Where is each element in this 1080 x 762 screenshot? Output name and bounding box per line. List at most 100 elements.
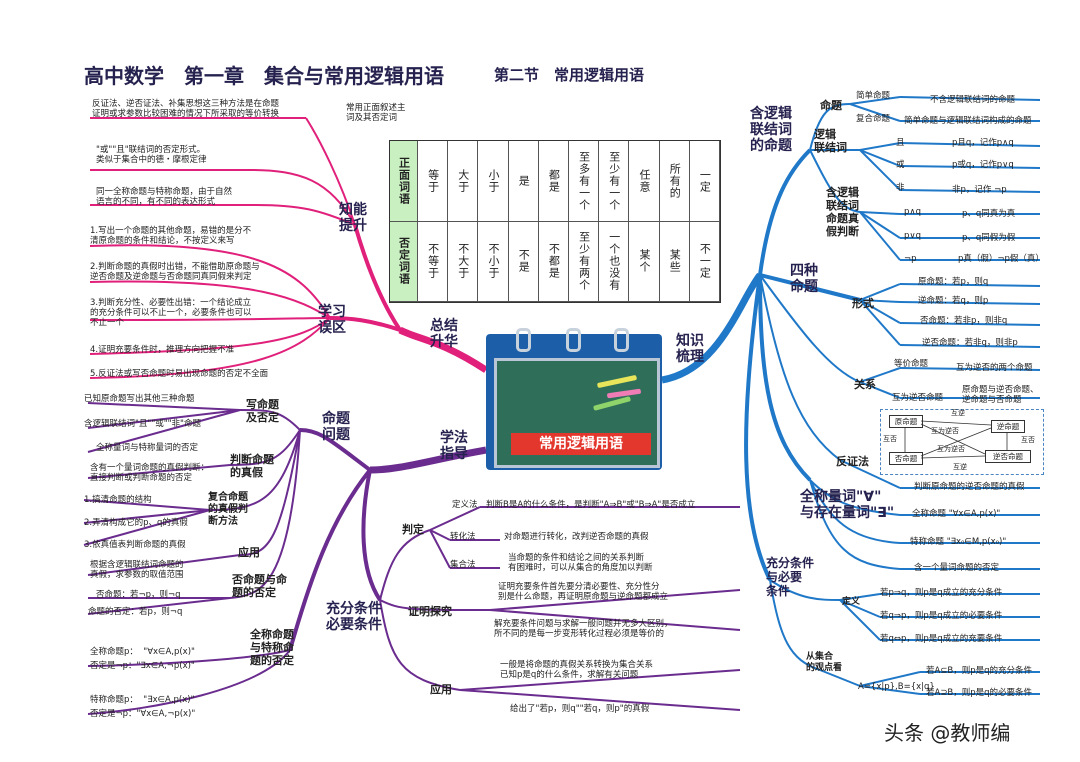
node-fanzheng: 反证法 — [836, 455, 869, 468]
table-cell: 某个 — [629, 221, 660, 302]
branch-xuexi: 学习 误区 — [318, 304, 346, 336]
branch-chongfen: 充分条件 必要条件 — [326, 601, 382, 633]
leaf: 逆命题：若q，则p — [918, 296, 989, 306]
node-jiandan: 简单命题 — [856, 91, 891, 101]
branch-quancheng: 全称量词"∀" 与存在量词"∃" — [800, 489, 895, 521]
leaf: 特称命题p： "∃x∈A,p(x)" 否定是¬p："∀x∈A,¬p(x)" — [90, 695, 196, 719]
leaf: 原命题：若p，则q — [918, 277, 989, 287]
leaf: p真（假）¬p假（真） — [958, 254, 1044, 264]
center-node: 常用逻辑用语 — [486, 328, 662, 470]
table-cell: 不大于 — [448, 221, 479, 302]
leaf: 互为逆否的两个命题 — [956, 363, 1033, 373]
node-huwei: 互为逆否命题 — [892, 393, 944, 403]
node-jihe: 从集合 的观点看 — [806, 652, 843, 673]
node-fouding: 否命题与命 题的否定 — [232, 573, 287, 599]
link-zhishi — [661, 272, 763, 384]
leaf: 根据含逻辑联结词命题的 真假，求参数的取值范围 — [90, 560, 184, 580]
chalkboard: 常用逻辑用语 — [494, 358, 660, 468]
rel-label: 互为逆否 — [937, 445, 965, 453]
table-cell: 大于 — [448, 141, 479, 222]
leaf: 否命题：若¬p，则¬q — [96, 590, 181, 600]
rel-box: 否命题 — [889, 452, 923, 465]
branch-zongjie: 总结 升华 — [430, 318, 458, 350]
link-zongjie — [398, 326, 488, 373]
leaf: 含有一个量词命题的真假判断： 直接判断或判断命题的否定 — [90, 463, 210, 483]
rel-box: 逆否命题 — [985, 450, 1031, 463]
node-guanxi: 关系 — [854, 378, 876, 391]
rel-label: 互为逆否 — [931, 427, 959, 435]
node-dingyi: 定义 — [842, 597, 861, 607]
table-note: 常用正面叙述主 词及其否定词 — [346, 103, 406, 123]
branch-mingti: 命题 问题 — [322, 411, 350, 443]
leaf: 判断B是A的什么条件，是判断"A⇒B"或"B⇒A"是否成立 — [486, 500, 696, 510]
rel-label: 互逆 — [953, 463, 967, 471]
chalk-icon — [596, 374, 638, 389]
leaf: 若q⇒p，则p是q成立的必要条件 — [880, 611, 1003, 621]
leaf: 逆否命题：若非q，则非p — [922, 338, 1018, 348]
mistake-item: 4.证明充要条件时，推理方向把握不准 — [90, 345, 235, 355]
node-fei: 非 — [896, 183, 905, 193]
node-huo: 或 — [896, 160, 905, 170]
tip-item: "或""且"联结词的否定形式。 类似于集合中的德・摩根定律 — [96, 145, 207, 165]
leaf: p、q同真为真 — [962, 209, 1016, 219]
leaf: 非p，记作 ¬p — [952, 185, 1007, 195]
table-cell: 不小于 — [478, 221, 509, 302]
node-panding: 判定 — [402, 523, 424, 536]
rel-box: 逆命题 — [991, 420, 1025, 433]
table-cell: 是 — [508, 141, 539, 222]
table-head-negative: 否定词语 — [390, 221, 418, 302]
table-cell: 至少有一个 — [599, 141, 630, 222]
node-panduan: 判断命题 的真假 — [230, 453, 274, 479]
branch-zhishi: 知识 梳理 — [676, 333, 704, 365]
leaf: 全称量词与特称量词的否定 — [96, 443, 199, 453]
leaf: 若A⊆B，则p是q的充分条件 — [926, 666, 1033, 676]
branch-sizhong: 四种 命题 — [790, 263, 818, 295]
rel-lines — [904, 420, 1008, 459]
table-cell: 一个也没有 — [599, 221, 630, 302]
node-jihefa: 集合法 — [450, 560, 476, 570]
leaf: 当命题的条件和结论之间的关系判断 有困难时，可以从集合的角度加以判断 — [508, 553, 653, 573]
table-cell: 至多有一个 — [569, 141, 600, 222]
table-cell: 都是 — [538, 141, 569, 222]
leaf: 若p⇒q，则p是q成立的充分条件 — [880, 588, 1003, 598]
leaf: 判断原命题的逆否命题的真假 — [914, 482, 1025, 492]
tip-item: 同一全称命题与特称命题，由于自然 语言的不同，有不同的表达形式 — [96, 187, 233, 207]
table-cell: 不是 — [508, 221, 539, 302]
word-table: 正面词语 等于 大于 小于 是 都是 至多有一个 至少有一个 任意 所有的 一定… — [389, 140, 721, 303]
node-np: ¬p — [904, 254, 917, 264]
rel-label: 互否 — [1021, 436, 1035, 444]
leaf: p或q，记作p∨q — [952, 160, 1014, 170]
tip-item: 反证法、逆否证法、补集思想这三种方法是在命题 证明或求参数比较困难的情况下所采取… — [92, 99, 280, 119]
node-yingyong-left: 应用 — [238, 546, 260, 559]
table-cell: 某些 — [659, 221, 690, 302]
node-zhengming: 证明探究 — [408, 605, 452, 618]
table-cell: 不一定 — [689, 221, 720, 302]
mistake-item: 1.写出一个命题的其他命题，易错的是分不 清原命题的条件和结论，不按定义来写 — [90, 226, 252, 246]
node-xieming: 写命题 及否定 — [246, 398, 279, 424]
leaf: p且q，记作p∧q — [952, 138, 1014, 148]
leaf: A={x|p},B={x|q} — [858, 682, 935, 692]
leaf: 全称命题p： "∀x∈A,p(x)" 否定是¬p："∃x∈A,¬p(x)" — [90, 647, 195, 671]
table-cell: 等于 — [418, 141, 449, 222]
node-dengjia: 等价命题 — [894, 359, 929, 369]
leaf: 含逻辑联结词"且""或""非"命题 — [84, 419, 201, 429]
leaf: 解充要条件问题与求解一般问题并无多大区别， 所不同的是每一步变形转化过程必须是等… — [494, 619, 673, 639]
table-cell: 任意 — [629, 141, 660, 222]
leaf: 若A⊇B，则p是q的必要条件 — [926, 688, 1033, 698]
node-luoji: 逻辑 联结词 — [814, 128, 847, 154]
table-cell: 一定 — [689, 141, 720, 222]
leaf: 特称命题 "∃x₀∈M,p(x₀)" — [910, 537, 1007, 547]
table-cell: 所有的 — [659, 141, 690, 222]
leaf: 若q⇔p，则p是q成立的充要条件 — [880, 634, 1003, 644]
node-zhuanhuafa: 转化法 — [450, 532, 476, 542]
node-fuhe-right: 复合命题 — [856, 114, 891, 124]
branch-zhineng: 知能 提升 — [339, 202, 367, 234]
chalk-icon — [593, 396, 631, 411]
node-dingyifa: 定义法 — [452, 500, 478, 510]
node-xingshi: 形式 — [852, 297, 874, 310]
node-qie: 且 — [896, 138, 905, 148]
relation-diagram: 原命题 逆命题 否命题 逆否命题 互逆 互逆 互否 互否 互为逆否 互为逆否 — [880, 409, 1044, 475]
branch-xuefa: 学法 指导 — [440, 430, 468, 462]
page-title: 高中数学 第一章 集合与常用逻辑用语 — [84, 64, 444, 88]
